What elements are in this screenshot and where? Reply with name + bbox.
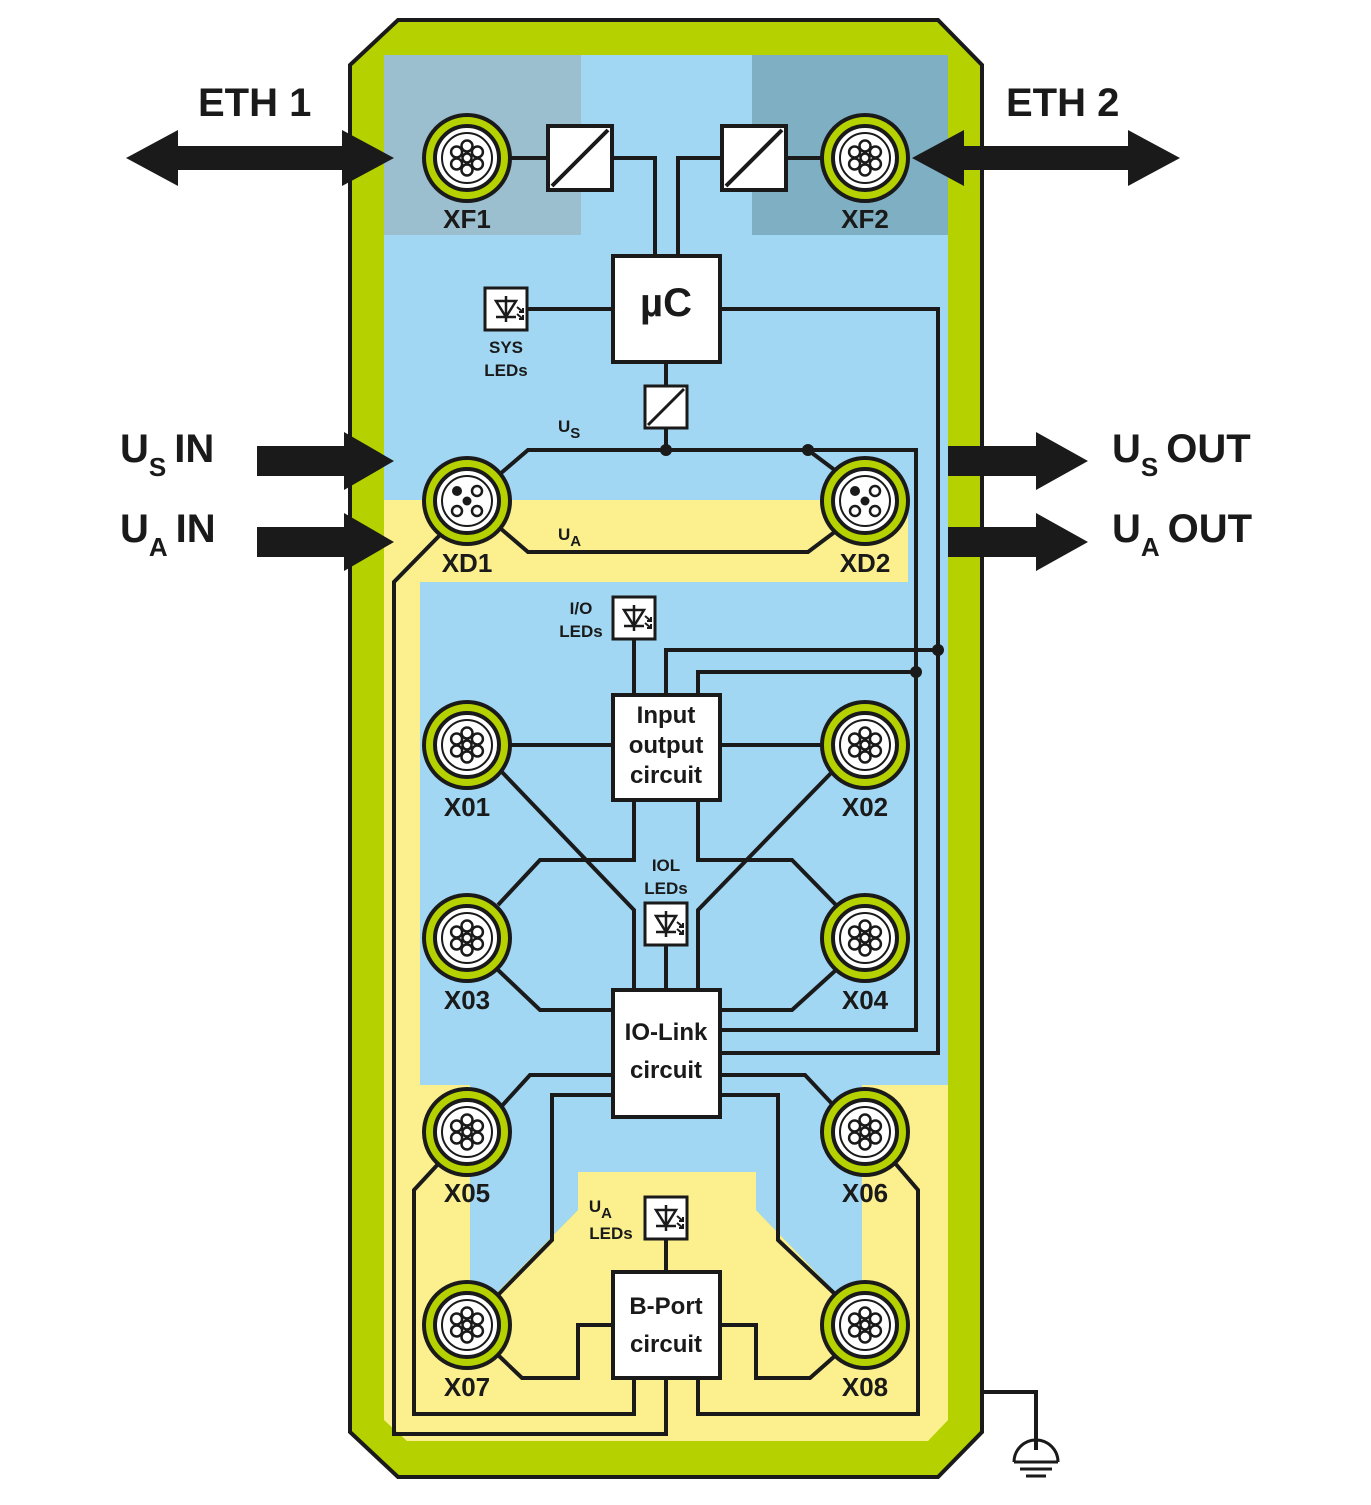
ua-led-label-1: UA <box>589 1197 612 1222</box>
port-label-x07: X07 <box>444 1372 490 1402</box>
port-label-x02: X02 <box>842 792 888 822</box>
ua-out-arrow-icon <box>948 513 1088 571</box>
ua-led-label-2: LEDs <box>589 1224 632 1243</box>
uc-block: µC <box>611 254 722 364</box>
iolink-line1: IO-Link <box>625 1019 708 1046</box>
bport-circuit-block: B-Port circuit <box>611 1270 722 1380</box>
port-label-x08: X08 <box>842 1372 888 1402</box>
ground-icon <box>1012 1438 1060 1478</box>
isolator-power-icon <box>643 384 689 430</box>
x06-connector-icon <box>820 1087 910 1177</box>
iol-led-icon <box>643 901 689 947</box>
x04-connector-icon <box>820 893 910 983</box>
us-in-arrow-icon <box>257 432 394 490</box>
blue-zone-bottom <box>470 1085 862 1320</box>
xd2-connector-icon <box>820 456 910 546</box>
iol-led-label-2: LEDs <box>644 879 687 898</box>
isolator-eth2-icon <box>720 124 788 192</box>
junctions <box>660 444 944 678</box>
x03-connector-icon <box>422 893 512 983</box>
port-label-xf2: XF2 <box>841 204 889 234</box>
yellow-zone-power <box>384 500 908 1085</box>
eth2-double-arrow-icon <box>912 130 1180 186</box>
io-circuit-line3: circuit <box>630 762 702 789</box>
port-label-x03: X03 <box>444 985 490 1015</box>
ua-led-icon <box>643 1195 689 1241</box>
x07-connector-icon <box>422 1280 512 1370</box>
xf2-connector-icon <box>820 113 910 203</box>
xd1-connector-icon <box>422 456 512 546</box>
port-label-xd1: XD1 <box>442 548 493 578</box>
io-circuit-block: Input output circuit <box>611 693 722 802</box>
port-label-x04: X04 <box>842 985 889 1015</box>
port-label-x01: X01 <box>444 792 490 822</box>
uc-label: µC <box>640 281 692 325</box>
iolink-line2: circuit <box>630 1057 702 1084</box>
port-label-x05: X05 <box>444 1178 490 1208</box>
ua-in-arrow-icon <box>257 513 394 571</box>
sys-led-label-2: LEDs <box>484 361 527 380</box>
bport-line2: circuit <box>630 1331 702 1358</box>
isolator-eth1-icon <box>546 124 614 192</box>
x08-connector-icon <box>820 1280 910 1370</box>
iol-led-label-1: IOL <box>652 856 680 875</box>
xf1-connector-icon <box>422 113 512 203</box>
x05-connector-icon <box>422 1087 512 1177</box>
port-label-xf1: XF1 <box>443 204 491 234</box>
bport-line1: B-Port <box>629 1293 702 1320</box>
port-label-xd2: XD2 <box>840 548 891 578</box>
io-led-label-1: I/O <box>570 599 593 618</box>
eth1-double-arrow-icon <box>126 130 394 186</box>
wiring <box>392 156 1038 1450</box>
eth1-label: ETH 1 <box>198 81 311 125</box>
x02-connector-icon <box>820 700 910 790</box>
iolink-circuit-block: IO-Link circuit <box>611 988 722 1119</box>
eth2-label: ETH 2 <box>1006 81 1119 125</box>
io-led-icon <box>611 595 657 641</box>
io-circuit-line2: output <box>629 732 704 759</box>
sys-led-label-1: SYS <box>489 338 523 357</box>
io-led-label-2: LEDs <box>559 622 602 641</box>
sys-led-icon <box>483 286 529 332</box>
us-out-arrow-icon <box>948 432 1088 490</box>
x01-connector-icon <box>422 700 512 790</box>
us-bus-label: US <box>558 417 580 442</box>
io-circuit-line1: Input <box>637 702 696 729</box>
ua-bus-label: UA <box>558 525 581 550</box>
port-label-x06: X06 <box>842 1178 888 1208</box>
